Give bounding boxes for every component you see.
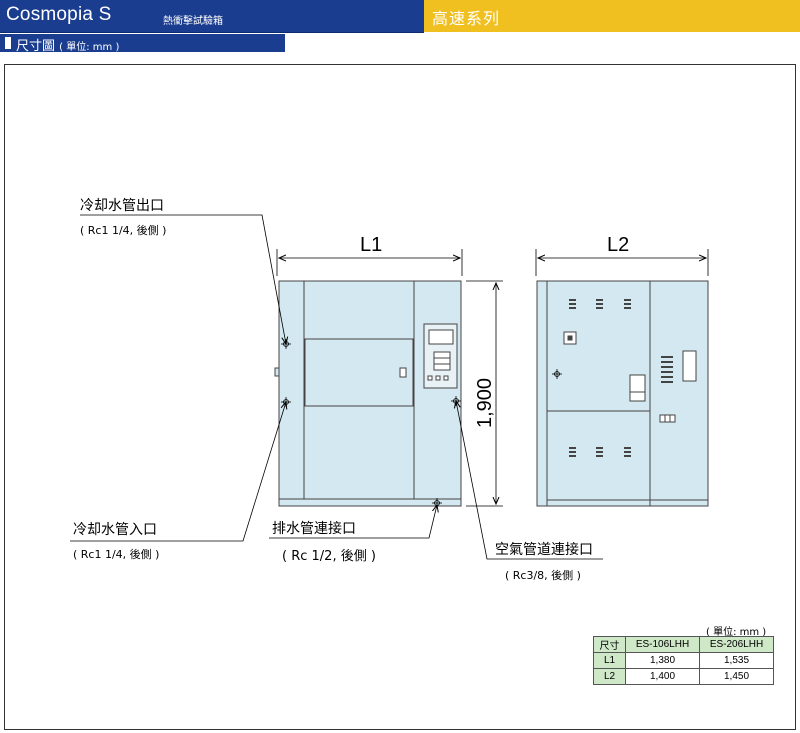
cooling-in-spec: ( Rc1 1/4, 後側 ) — [73, 548, 160, 561]
section-marker-icon — [5, 37, 11, 49]
table-header: 尺寸 — [593, 636, 626, 653]
front-view-cabinet — [274, 280, 462, 507]
table-cell: 1,450 — [699, 668, 774, 685]
series-title: 高速系列 — [432, 9, 501, 28]
brand-title: Cosmopia S — [6, 4, 112, 25]
table-unit: ( 單位: mm ) — [706, 627, 767, 638]
section-title: 尺寸圖 ( 單位: mm ) — [16, 35, 119, 54]
drain-spec: ( Rc 1/2, 後側 ) — [282, 549, 376, 564]
table-cell: 1,380 — [625, 652, 700, 669]
l1-dimension: L1 — [360, 234, 383, 256]
table-header-row: 尺寸 ES-106LHH ES-206LHH — [593, 636, 774, 653]
section-title-text: 尺寸圖 — [16, 39, 56, 54]
drain-label: 排水管連接口 — [272, 521, 356, 537]
cooling-in-label: 冷却水管入口 — [73, 522, 157, 538]
air-spec: ( Rc3/8, 後側 ) — [505, 569, 581, 582]
section-header: 尺寸圖 ( 單位: mm ) — [0, 34, 285, 54]
drawing-frame — [4, 64, 796, 730]
section-unit: ( 單位: mm ) — [59, 42, 120, 53]
table-header: ES-206LHH — [699, 636, 774, 653]
table-header: ES-106LHH — [625, 636, 700, 653]
l2-dimension: L2 — [607, 234, 630, 256]
spec-table: 尺寸 ES-106LHH ES-206LHH L1 1,380 1,535 L2… — [593, 636, 774, 685]
table-cell: L1 — [593, 652, 626, 669]
table-cell: 1,400 — [625, 668, 700, 685]
leader-lines — [70, 214, 603, 560]
series-bar: 高速系列 — [424, 0, 800, 32]
table-row: L1 1,380 1,535 — [593, 652, 774, 669]
height-dimension: 1,900 — [474, 377, 496, 428]
cooling-out-label: 冷却水管出口 — [80, 198, 164, 214]
dimension-lines — [276, 249, 709, 507]
table-cell: 1,535 — [699, 652, 774, 669]
side-view-cabinet — [536, 280, 709, 507]
cooling-out-spec: ( Rc1 1/4, 後側 ) — [80, 224, 167, 237]
table-row: L2 1,400 1,450 — [593, 668, 774, 685]
header-bar: Cosmopia S 熱衝擊試驗箱 — [0, 0, 424, 33]
air-label: 空氣管道連接口 — [495, 542, 593, 558]
table-cell: L2 — [593, 668, 626, 685]
product-subtitle: 熱衝擊試驗箱 — [163, 16, 223, 27]
